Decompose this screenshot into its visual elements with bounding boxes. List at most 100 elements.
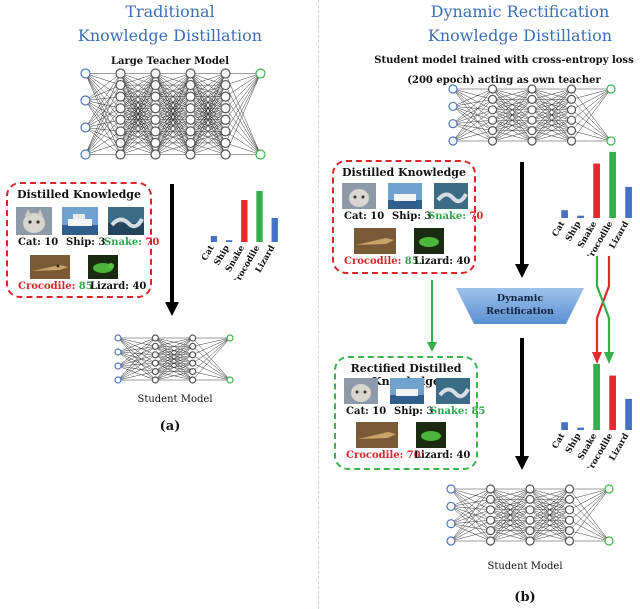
- neuron: [80, 149, 91, 160]
- right-item-cat: Cat: 10: [344, 211, 385, 222]
- left-down-arrow: [165, 184, 179, 316]
- neuron: [151, 351, 159, 359]
- neuron: [189, 342, 197, 350]
- dynamic-rectification-block: [456, 288, 584, 324]
- student-desc-line2: (200 epoch) acting as own teacher: [407, 75, 601, 86]
- left-student-label: Student Model: [137, 394, 213, 405]
- bar-lizard: [271, 218, 278, 242]
- neuron: [150, 126, 161, 137]
- student-desc-line1: Student model trained with cross-entropy…: [374, 55, 634, 66]
- neuron: [446, 501, 456, 511]
- left-title-line2: Knowledge Distillation: [77, 26, 263, 45]
- right-down-arrow-1: [515, 162, 529, 278]
- neuron: [114, 376, 122, 384]
- neuron: [115, 137, 126, 149]
- lizard-image: [88, 255, 118, 279]
- neuron: [487, 115, 498, 125]
- neuron: [525, 505, 535, 515]
- panel-divider: [318, 0, 319, 609]
- bar-cat: [561, 210, 568, 218]
- neuron: [527, 136, 537, 146]
- neuron: [220, 103, 231, 114]
- neuron: [185, 79, 196, 91]
- neuron: [185, 126, 196, 137]
- neuron: [255, 149, 266, 160]
- bar-ship: [225, 240, 233, 242]
- lizard-image-r2: [416, 422, 446, 448]
- neuron: [150, 103, 161, 114]
- neuron: [525, 525, 535, 536]
- neuron: [606, 136, 616, 146]
- bar-snake: [593, 163, 600, 218]
- right-title: Dynamic Rectification Knowledge Distilla…: [390, 0, 640, 48]
- left-title-line1: Traditional: [125, 2, 215, 21]
- neuron: [80, 122, 91, 133]
- bar-lizard: [625, 186, 632, 218]
- cat-image-r1: [342, 183, 376, 209]
- left-box-title: Distilled Knowledge: [17, 188, 141, 201]
- right-item-lizard: Lizard: 40: [414, 256, 471, 267]
- left-item-cat: Cat: 10: [18, 237, 59, 248]
- right-item-crocodile: Crocodile: 85: [344, 256, 419, 267]
- neuron: [220, 137, 231, 149]
- neuron: [448, 101, 458, 111]
- ship-image-r2: [390, 378, 424, 404]
- neuron: [80, 68, 91, 79]
- cat-image: [16, 207, 52, 235]
- neuron: [115, 149, 126, 160]
- bar-lizard: [625, 398, 632, 430]
- neuron: [115, 103, 126, 114]
- neuron: [189, 376, 197, 384]
- right-box-title: Distilled Knowledge: [342, 166, 466, 179]
- neuron: [151, 359, 159, 367]
- neuron: [220, 91, 231, 102]
- neuron: [527, 84, 537, 94]
- neuron: [448, 119, 458, 129]
- neuron: [525, 515, 535, 525]
- right-student-network: [446, 484, 614, 546]
- right-title-line1: Dynamic Rectification: [430, 2, 610, 21]
- neuron: [114, 334, 122, 342]
- rect-item-lizard: Lizard: 40: [414, 450, 471, 461]
- neuron: [185, 91, 196, 102]
- rect-item-crocodile: Crocodile: 70: [346, 450, 421, 461]
- neuron: [604, 536, 614, 546]
- bar-cat: [210, 236, 218, 242]
- neuron: [151, 376, 159, 384]
- neuron: [226, 376, 234, 384]
- neuron: [566, 115, 577, 125]
- neuron: [151, 367, 159, 376]
- neuron: [80, 95, 91, 106]
- neuron: [564, 536, 575, 546]
- rect-item-snake: Snake: 85: [430, 406, 486, 417]
- neuron: [448, 84, 458, 94]
- caption-a: (a): [159, 419, 181, 434]
- neuron: [220, 149, 231, 160]
- right-distilled-box: Distilled Knowledge: [332, 160, 476, 274]
- neuron: [487, 94, 498, 104]
- neuron: [185, 103, 196, 114]
- neuron: [446, 519, 456, 529]
- bar-crocodile: [609, 375, 616, 430]
- neuron: [220, 126, 231, 137]
- neuron: [485, 525, 496, 536]
- lizard-image-r1: [414, 228, 444, 254]
- neuron: [226, 334, 234, 342]
- self-teacher-network: [448, 84, 616, 146]
- left-distilled-box: Distilled Knowledge: [6, 182, 152, 298]
- neuron: [566, 94, 577, 104]
- neuron: [114, 348, 122, 356]
- neuron: [185, 68, 196, 79]
- bar-snake: [593, 363, 600, 430]
- neuron: [566, 136, 577, 146]
- crocodile-image-r2: [356, 422, 398, 448]
- neuron: [564, 505, 575, 515]
- neuron: [527, 115, 537, 125]
- neuron: [189, 359, 197, 367]
- left-title: Traditional Knowledge Distillation: [60, 0, 280, 48]
- neuron: [220, 79, 231, 91]
- neuron: [564, 515, 575, 525]
- neuron: [189, 334, 197, 342]
- right-title-line2: Knowledge Distillation: [427, 26, 613, 45]
